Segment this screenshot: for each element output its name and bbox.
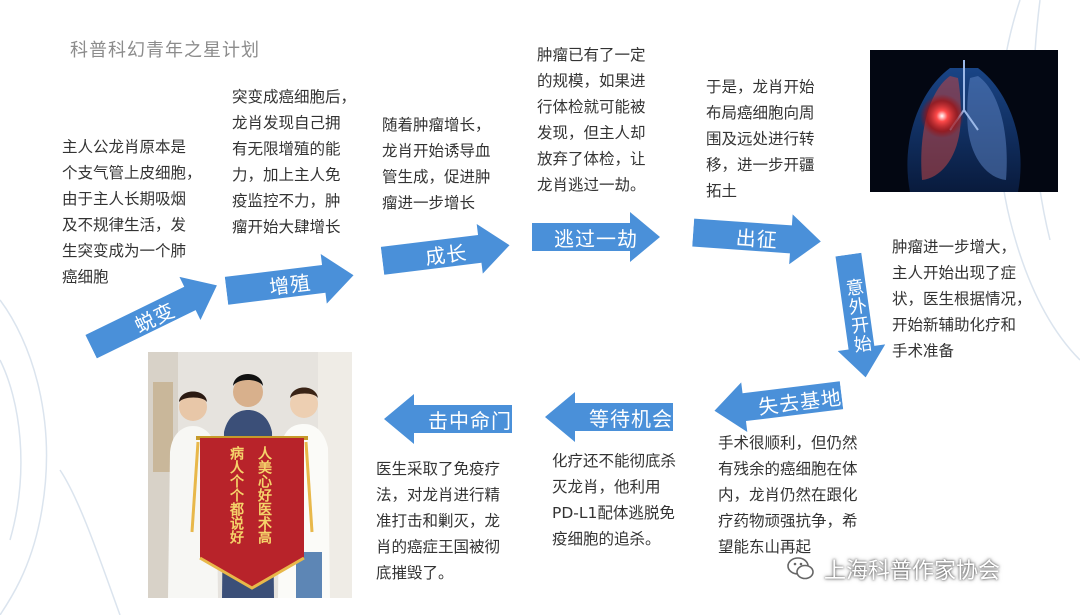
arrow-label: 出征 bbox=[735, 225, 779, 252]
arrow-label: 逃过一劫 bbox=[554, 226, 638, 251]
arrow-growth: 成长 bbox=[379, 220, 512, 285]
page-title: 科普科幻青年之星计划 bbox=[70, 40, 260, 61]
arrow-proliferation: 增殖 bbox=[223, 250, 356, 315]
doctors-patient-photo: 人美心好医术高 病人个个都说好 bbox=[148, 352, 352, 598]
arrow-expedition: 出征 bbox=[691, 208, 822, 267]
banner-text-line1: 人美心好医术高 bbox=[256, 446, 272, 544]
lung-tumor-image bbox=[870, 50, 1058, 192]
arrow-label: 增殖 bbox=[267, 270, 313, 299]
step-text-hit-vital: 医生采取了免疫疗 法，对龙肖进行精 准打击和剿灭，龙 肖的癌症王国被彻 底摧毁了… bbox=[376, 460, 501, 582]
arrow-lose-base: 失去基地 bbox=[711, 370, 844, 435]
step-text-escape: 肿瘤已有了一定 的规模，如果进 行体检就可能被 发现，但主人却 放弃了体检，让 … bbox=[537, 46, 646, 194]
arrow-transformation: 蜕变 bbox=[81, 264, 228, 369]
arrow-label: 失去基地 bbox=[756, 384, 844, 419]
arrow-escape: 逃过一劫 bbox=[532, 212, 660, 262]
banner-text-line2: 病人个个都说好 bbox=[228, 446, 244, 544]
step-text-lose-base: 手术很顺利，但仍然 有残余的癌细胞在体 内，龙肖仍然在跟化 疗药物顽强抗争，希 … bbox=[718, 434, 858, 556]
wechat-icon bbox=[787, 557, 814, 580]
step-text-transformation: 主人公龙肖原本是 个支气管上皮细胞， 由于主人长期吸烟 及不规律生活，发 生突变… bbox=[62, 138, 202, 286]
step-text-accident: 肿瘤进一步增大， 主人开始出现了症 状，医生根据情况， 开始新辅助化疗和 手术准… bbox=[892, 238, 1032, 360]
watermark-text: 上海科普作家协会 bbox=[824, 559, 1001, 584]
arrow-label: 成长 bbox=[423, 240, 469, 269]
step-text-proliferation: 突变成癌细胞后， 龙肖发现自己拥 有无限增殖的能 力，加上主人免 疫监控不力，肿… bbox=[232, 88, 357, 236]
arrow-label: 击中命门 bbox=[428, 408, 512, 433]
watermark: 上海科普作家协会 bbox=[786, 553, 1000, 585]
arrow-waiting: 等待机会 bbox=[545, 392, 673, 442]
arrow-accident: 意外开始 bbox=[825, 251, 890, 380]
step-text-expedition: 于是，龙肖开始 布局癌细胞向周 围及远处进行转 移，进一步开疆 拓土 bbox=[706, 78, 815, 200]
step-text-waiting: 化疗还不能彻底杀 灭龙肖，他利用 PD-L1配体逃脱免 疫细胞的追杀。 bbox=[552, 452, 677, 548]
step-text-growth: 随着肿瘤增长， 龙肖开始诱导血 管生成，促进肿 瘤进一步增长 bbox=[382, 116, 491, 212]
arrow-label: 等待机会 bbox=[589, 406, 673, 431]
arrow-hit-vital: 击中命门 bbox=[384, 394, 512, 444]
